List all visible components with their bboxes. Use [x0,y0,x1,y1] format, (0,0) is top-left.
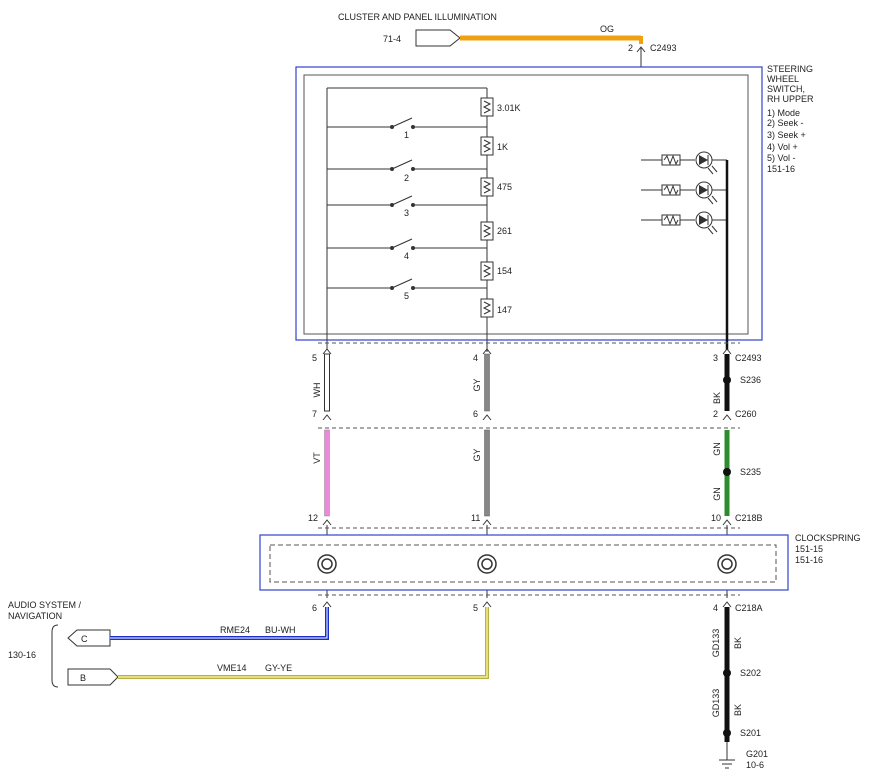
top-connector: C2493 [650,43,677,53]
audio-c-color: BU-WH [265,625,296,635]
resistor-147 [480,298,494,318]
resistor-261 [480,221,494,241]
right-splice-3: S202 [740,668,761,678]
right-wire-g1: GN [712,442,722,456]
resistor-label-2: 475 [497,182,512,192]
switch-line-9: 151-16 [767,164,795,174]
top-ref: 71-4 [383,34,401,44]
audio-c-letter: C [81,634,88,644]
resistor-154 [480,261,494,281]
right-conn-mid: C260 [735,409,757,419]
left-wire-lower: VT [312,452,322,464]
top-pin: 2 [628,43,633,53]
right-pin-bottom: 4 [713,603,718,613]
og-wire-label: OG [600,24,614,34]
middle-pin-mid: 6 [473,409,478,419]
switch-line-5: 2) Seek - [767,118,804,128]
switch-3 [327,195,487,207]
switch-5 [327,278,487,290]
right-pin-top: 3 [713,353,718,363]
left-pin-cs: 12 [308,513,318,523]
audio-connector-c [67,629,111,647]
clockspring-ref-1: 151-15 [795,544,823,554]
right-splice-4: S201 [740,728,761,738]
audio-b-color: GY-YE [265,663,292,673]
middle-pin-cs: 11 [471,513,480,523]
switch-box-labels: STEERING WHEEL SWITCH, RH UPPER 1) Mode … [767,64,814,174]
switch-line-3: RH UPPER [767,94,814,104]
left-pin-bottom: 6 [312,603,317,613]
switch-line-0: STEERING [767,64,813,74]
switch-2 [327,159,487,171]
audio-c-circuit: RME24 [220,625,250,635]
right-wire-b2: BK [733,704,743,716]
yellow-wire [118,607,489,679]
resistor-label-5: 147 [497,305,512,315]
middle-wire-lower: GY [472,448,482,461]
audio-ref: 130-16 [8,650,36,660]
right-wire-b1: BK [733,637,743,649]
right-conn-top: C2493 [735,353,762,363]
switch-label-5: 5 [404,291,409,301]
resistor-1k [480,136,494,156]
yellow-wire-core [118,607,488,678]
top-ref-arrow [415,29,461,47]
audio-b-letter: B [80,673,86,683]
switch-line-4: 1) Mode [767,108,800,118]
switch-label-1: 1 [404,130,409,140]
clockspring-inner [269,544,777,583]
left-pin-top: 5 [312,353,317,363]
clockspring-title: CLOCKSPRING [795,533,861,543]
right-circuit-2: GD133 [711,689,721,718]
switch-label-4: 4 [404,251,409,261]
audio-title-1: AUDIO SYSTEM / [8,600,82,610]
right-pin-cs: 10 [711,513,721,523]
switch-label-3: 3 [404,208,409,218]
switch-1 [327,117,487,129]
top-title: CLUSTER AND PANEL ILLUMINATION [338,12,497,22]
right-circuit [719,348,735,769]
right-wire-upper: BK [712,392,722,404]
right-conn-bottom: C218A [735,603,763,613]
ground-label: G201 [746,749,768,759]
audio-connector-b [67,668,119,686]
right-pin-mid: 2 [713,409,718,419]
right-conn-cs: C218B [735,513,763,523]
middle-pin-bottom: 5 [473,603,478,613]
clockspring-ref-2: 151-16 [795,555,823,565]
switch-label-2: 2 [404,173,409,183]
switch-line-6: 3) Seek + [767,130,806,140]
resistor-label-4: 154 [497,266,512,276]
led-illumination-group [641,151,727,235]
resistor-label-3: 261 [497,226,512,236]
blue-wire-core [110,607,328,639]
switch-4 [327,238,487,250]
audio-title-2: NAVIGATION [8,611,62,621]
middle-pin-top: 4 [473,353,478,363]
right-wire-g2: GN [712,487,722,501]
right-circuit-1: GD133 [711,629,721,658]
switch-line-2: SWITCH, [767,84,805,94]
left-wire-upper: WH [312,383,322,398]
left-pin-mid: 7 [312,409,317,419]
audio-bracket [51,624,59,688]
top-connector-mark [636,46,646,53]
switch-line-7: 4) Vol + [767,142,798,152]
resistor-475 [480,177,494,197]
resistor-label-1: 1K [497,142,508,152]
clockspring-contacts [317,554,737,574]
resistor-label-0: 3.01K [497,103,521,113]
clockspring-outer [259,534,789,591]
right-splice-2: S235 [740,467,761,477]
right-splice-1: S236 [740,375,761,385]
ground-ref: 10-6 [746,760,764,770]
switch-line-1: WHEEL [767,74,799,84]
middle-wire-upper: GY [472,378,482,391]
switch-line-8: 5) Vol - [767,153,796,163]
resistor-3k [480,97,494,117]
audio-b-circuit: VME14 [217,663,247,673]
